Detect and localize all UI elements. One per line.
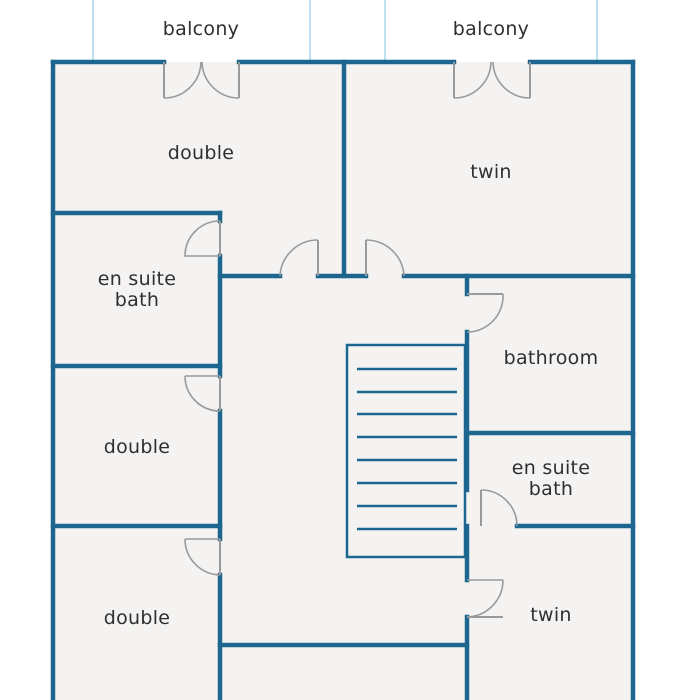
door-ensuite-left bbox=[184, 220, 221, 257]
label-twin-top: twin bbox=[470, 161, 512, 183]
label-balcony-left: balcony bbox=[163, 18, 239, 40]
label-ensuite-right-1: en suite bbox=[512, 457, 591, 479]
staircase bbox=[345, 343, 467, 559]
stair-frame bbox=[345, 343, 467, 559]
label-double-top: double bbox=[168, 142, 235, 164]
door-hall-twin bbox=[365, 239, 405, 277]
label-ensuite-right-2: bath bbox=[529, 478, 573, 500]
walls bbox=[50, 59, 636, 700]
room-labels: balcony balcony double twin en suite bat… bbox=[98, 18, 599, 629]
door-bathroom bbox=[466, 293, 504, 333]
label-balcony-right: balcony bbox=[453, 18, 529, 40]
door-double-bottom bbox=[184, 538, 221, 576]
door-ensuite-right bbox=[480, 489, 518, 527]
door-hall-double bbox=[279, 239, 319, 277]
doors bbox=[163, 61, 531, 618]
label-double-bottom: double bbox=[104, 607, 171, 629]
label-bathroom: bathroom bbox=[504, 347, 599, 369]
label-twin-bottom: twin bbox=[530, 604, 572, 626]
door-twin-bottom bbox=[466, 579, 504, 618]
label-double-mid: double bbox=[104, 436, 171, 458]
door-double-balcony bbox=[163, 61, 240, 99]
balcony-area bbox=[92, 0, 598, 62]
label-ensuite-left-1: en suite bbox=[98, 268, 177, 290]
door-twin-balcony bbox=[453, 61, 531, 99]
door-double-mid bbox=[184, 375, 221, 412]
label-ensuite-left-2: bath bbox=[115, 289, 159, 311]
